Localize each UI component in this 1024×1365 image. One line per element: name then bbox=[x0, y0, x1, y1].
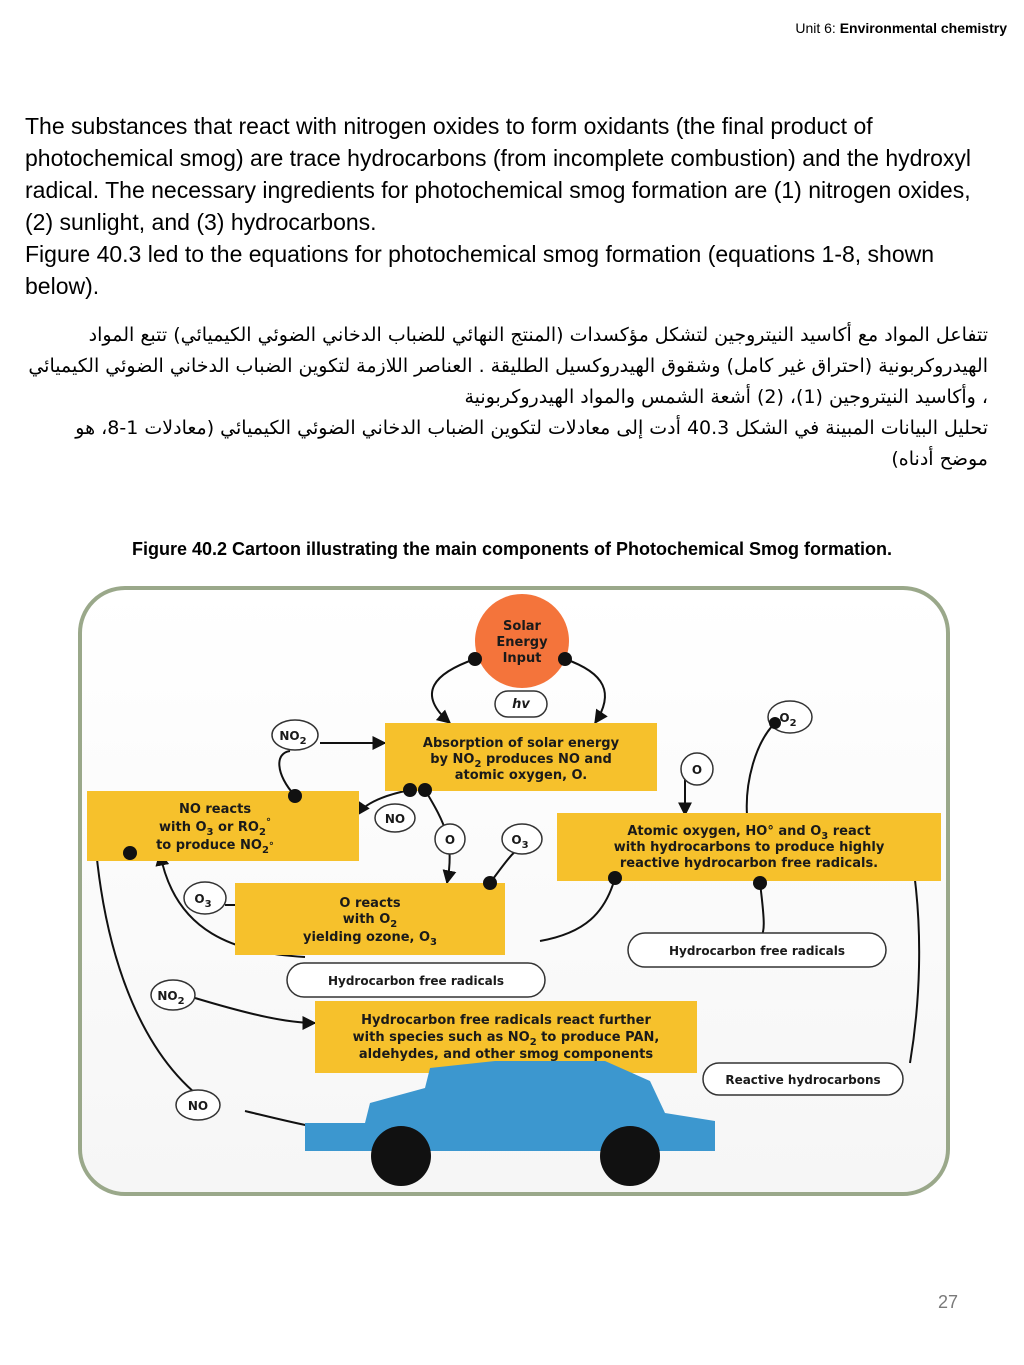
sun-line-3: Input bbox=[503, 651, 542, 666]
atomic-line-1: Atomic oxygen, HO° and O3 react bbox=[627, 824, 870, 842]
no2-label-top: NO2 bbox=[271, 719, 319, 751]
o-label-right: O bbox=[680, 752, 714, 786]
solar-energy-node: Solar Energy Input bbox=[468, 594, 572, 688]
o-reacts-line-3: yielding ozone, O3 bbox=[303, 930, 437, 948]
o3-left-text: O3 bbox=[194, 892, 211, 910]
o-reacts-box: O reacts with O2 yielding ozone, O3 bbox=[235, 876, 505, 955]
no-middle-text: NO bbox=[385, 812, 405, 826]
o-reacts-line-1: O reacts bbox=[339, 896, 400, 911]
unit-label: Unit 6: bbox=[795, 20, 840, 36]
hc-further-line-3: aldehydes, and other smog components bbox=[359, 1047, 653, 1062]
no-label-middle: NO bbox=[374, 803, 416, 833]
page-header: Unit 6: Environmental chemistry bbox=[795, 20, 1007, 36]
o3-middle-text: O3 bbox=[511, 833, 528, 851]
page-number: 27 bbox=[937, 1292, 958, 1312]
o-middle-text: O bbox=[445, 833, 455, 847]
figure-caption: Figure 40.2 Cartoon illustrating the mai… bbox=[131, 539, 893, 559]
no2-lower-text: NO2 bbox=[157, 989, 184, 1007]
unit-title: Environmental chemistry bbox=[839, 20, 1007, 36]
hc-further-line-2: with species such as NO2 to produce PAN, bbox=[353, 1030, 660, 1048]
no-reacts-line-3: to produce NO2° bbox=[156, 838, 274, 856]
o-label-middle: O bbox=[434, 823, 466, 855]
o2-right-text: O2 bbox=[779, 711, 796, 729]
sun-line-1: Solar bbox=[503, 619, 542, 634]
hc-free-left-text: Hydrocarbon free radicals bbox=[328, 974, 504, 988]
hc-further-line-1: Hydrocarbon free radicals react further bbox=[361, 1013, 651, 1028]
o2-label-right: O2 bbox=[767, 700, 813, 734]
absorption-line-2: by NO2 produces NO and bbox=[430, 752, 612, 770]
absorption-line-1: Absorption of solar energy bbox=[423, 736, 620, 751]
o3-label-middle: O3 bbox=[501, 823, 543, 855]
no-reacts-line-1: NO reacts bbox=[179, 802, 251, 817]
o-reacts-line-2: with O2 bbox=[343, 912, 398, 930]
no2-label-lower: NO2 bbox=[150, 979, 196, 1011]
smog-diagram: Solar Energy Input hv Absorption of sola… bbox=[78, 586, 950, 1196]
absorption-box: Absorption of solar energy by NO2 produc… bbox=[385, 723, 657, 797]
sun-line-2: Energy bbox=[496, 635, 548, 650]
hv-label: hv bbox=[494, 690, 548, 718]
atomic-line-2: with hydrocarbons to produce highly bbox=[614, 840, 885, 855]
o-right-text: O bbox=[692, 763, 702, 777]
english-paragraph-1: The substances that react with nitrogen … bbox=[25, 113, 971, 235]
no-label-bottom: NO bbox=[175, 1089, 221, 1121]
hv-text: hv bbox=[512, 697, 530, 712]
no2-top-text: NO2 bbox=[279, 729, 306, 747]
no-bottom-text: NO bbox=[188, 1099, 208, 1113]
hc-free-radicals-left: Hydrocarbon free radicals bbox=[286, 962, 546, 998]
hc-free-radicals-right: Hydrocarbon free radicals bbox=[627, 932, 887, 968]
arabic-body: تتفاعل المواد مع أكاسيد النيتروجين لتشكل… bbox=[25, 320, 988, 475]
car-icon bbox=[305, 1061, 715, 1186]
atomic-oxygen-box: Atomic oxygen, HO° and O3 react with hyd… bbox=[557, 813, 941, 890]
arabic-paragraph-2: تحليل البيانات المبينة في الشكل 40.3 أدت… bbox=[75, 417, 988, 470]
english-paragraph-2: Figure 40.3 led to the equations for pho… bbox=[25, 241, 935, 299]
no-reacts-line-2: with O3 or RO2° bbox=[159, 817, 271, 838]
arabic-paragraph-1: تتفاعل المواد مع أكاسيد النيتروجين لتشكل… bbox=[28, 324, 988, 408]
atomic-line-3: reactive hydrocarbon free radicals. bbox=[620, 856, 878, 871]
reactive-hydrocarbons-label: Reactive hydrocarbons bbox=[702, 1062, 904, 1096]
reactive-hc-text: Reactive hydrocarbons bbox=[725, 1073, 880, 1087]
hc-free-right-text: Hydrocarbon free radicals bbox=[669, 944, 845, 958]
english-body: The substances that react with nitrogen … bbox=[25, 110, 1000, 302]
absorption-line-3: atomic oxygen, O. bbox=[455, 768, 588, 783]
no-reacts-box: NO reacts with O3 or RO2° to produce NO2… bbox=[87, 789, 359, 861]
